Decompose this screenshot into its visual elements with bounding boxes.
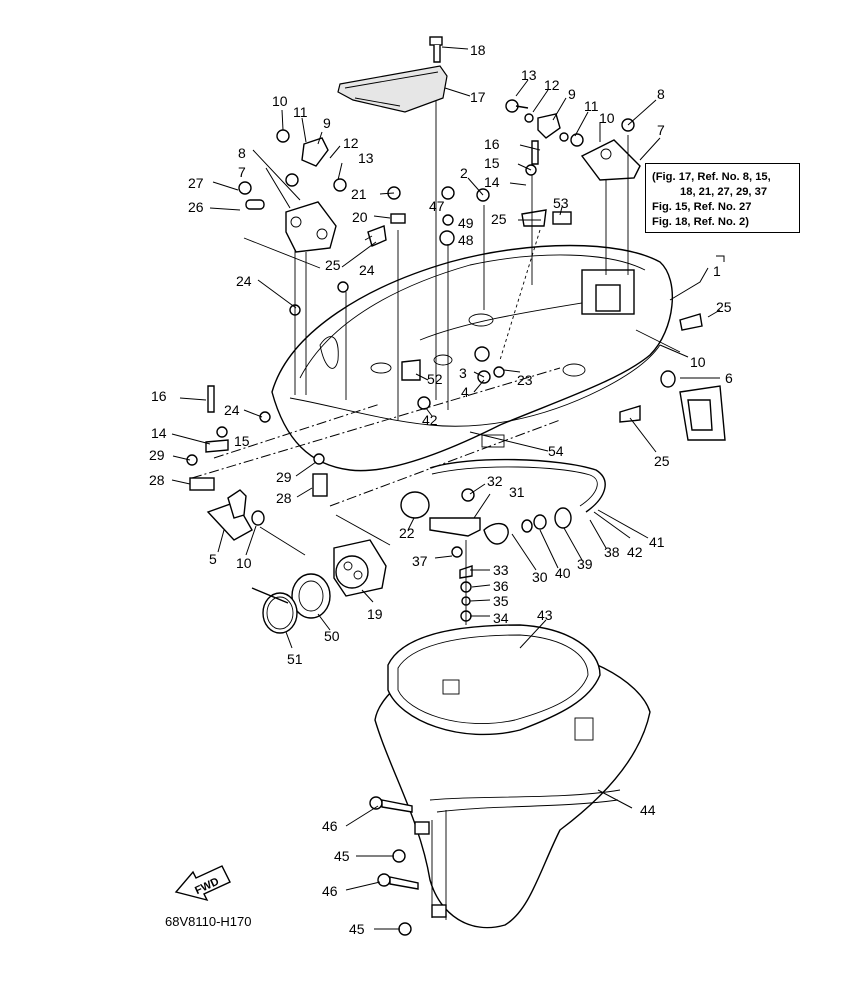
callout: 51 xyxy=(287,651,303,667)
callout: 16 xyxy=(484,136,500,152)
note-line: Fig. 15, Ref. No. 27 xyxy=(652,201,752,213)
part-45-46-fasteners xyxy=(369,796,447,936)
callout: 31 xyxy=(509,484,525,500)
callout: 6 xyxy=(725,370,733,386)
callout: 9 xyxy=(323,115,331,131)
callout: 46 xyxy=(322,883,338,899)
callout: 3 xyxy=(459,365,467,381)
callout: 22 xyxy=(399,525,415,541)
callout: 53 xyxy=(553,195,569,211)
callout: 45 xyxy=(334,848,350,864)
callout: 18 xyxy=(470,42,486,58)
callout: 17 xyxy=(470,89,486,105)
callout: 11 xyxy=(584,98,599,114)
callout: 20 xyxy=(352,209,368,225)
callout-labels: 1 2 3 4 5 6 7 7 8 8 9 9 10 10 10 10 11 1… xyxy=(149,42,733,937)
fwd-arrow-icon xyxy=(174,865,231,902)
callout: 42 xyxy=(422,412,438,428)
callout: 36 xyxy=(493,578,509,594)
callout: 48 xyxy=(458,232,474,248)
note-line: 18, 21, 27, 29, 37 xyxy=(680,186,768,198)
callout: 34 xyxy=(493,610,509,626)
callout: 14 xyxy=(151,425,167,441)
callout: 12 xyxy=(544,77,560,93)
leader-lines xyxy=(171,46,725,930)
callout: 42 xyxy=(627,544,643,560)
callout: 24 xyxy=(236,273,252,289)
callout: 10 xyxy=(272,93,288,109)
callout: 16 xyxy=(151,388,167,404)
callout: 33 xyxy=(493,562,509,578)
callout: 43 xyxy=(537,607,553,623)
callout: 1 xyxy=(713,263,721,279)
callout: 5 xyxy=(209,551,217,567)
callout: 52 xyxy=(427,371,443,387)
callout: 26 xyxy=(188,199,204,215)
callout: 2 xyxy=(460,165,468,181)
callout: 19 xyxy=(367,606,383,622)
callout: 10 xyxy=(690,354,706,370)
part-7-bracket-right xyxy=(580,139,641,181)
callout: 28 xyxy=(149,472,165,488)
callout: 29 xyxy=(149,447,165,463)
callout: 23 xyxy=(517,372,533,388)
callout: 29 xyxy=(276,469,292,485)
callout: 7 xyxy=(657,122,665,138)
callout: 37 xyxy=(412,553,428,569)
callout: 27 xyxy=(188,175,204,191)
callout: 28 xyxy=(276,490,292,506)
callout: 32 xyxy=(487,473,503,489)
callout: 35 xyxy=(493,593,509,609)
diagram-code: 68V8110-H170 xyxy=(165,914,252,929)
callout: 49 xyxy=(458,215,474,231)
reference-note-box: (Fig. 17, Ref. No. 8, 15, 18, 21, 27, 29… xyxy=(645,163,800,233)
part-7-bracket-left xyxy=(285,201,337,253)
part-drawings xyxy=(174,36,726,936)
part-5-lever xyxy=(206,489,265,541)
part-9-clip xyxy=(301,113,561,167)
callout: 24 xyxy=(224,402,240,418)
callout: 25 xyxy=(491,211,507,227)
callout: 54 xyxy=(548,443,564,459)
callout: 9 xyxy=(568,86,576,102)
callout: 25 xyxy=(325,257,341,273)
callout: 41 xyxy=(649,534,665,550)
callout: 25 xyxy=(654,453,670,469)
callout: 50 xyxy=(324,628,340,644)
part-17-cover-plate xyxy=(337,36,448,113)
callout: 39 xyxy=(577,556,593,572)
note-line: (Fig. 17, Ref. No. 8, 15, xyxy=(652,171,771,183)
callout: 12 xyxy=(343,135,359,151)
callout: 25 xyxy=(716,299,732,315)
callout: 30 xyxy=(532,569,548,585)
callout: 21 xyxy=(351,186,367,202)
callout: 45 xyxy=(349,921,365,937)
callout: 4 xyxy=(461,384,469,400)
callout: 14 xyxy=(484,174,500,190)
callout: 10 xyxy=(599,110,615,126)
note-line: Fig. 18, Ref. No. 2) xyxy=(652,216,749,228)
callout: 8 xyxy=(657,86,665,102)
callout: 7 xyxy=(238,164,246,180)
callout: 13 xyxy=(358,150,374,166)
callout: 46 xyxy=(322,818,338,834)
callout: 47 xyxy=(429,198,445,214)
callout: 40 xyxy=(555,565,571,581)
part-19-50-51-grommet xyxy=(251,539,387,634)
callout: 38 xyxy=(604,544,620,560)
part-44-apron xyxy=(374,624,651,929)
part-1-bottom-cowling xyxy=(271,244,673,472)
callout: 10 xyxy=(236,555,252,571)
callout: 13 xyxy=(521,67,537,83)
callout: 24 xyxy=(359,262,375,278)
callout: 15 xyxy=(234,433,250,449)
part-41-hose xyxy=(400,458,606,545)
callout: 8 xyxy=(238,145,246,161)
callout: 11 xyxy=(293,104,308,120)
part-6-lever xyxy=(660,370,726,441)
callout: 44 xyxy=(640,802,656,818)
callout: 15 xyxy=(484,155,500,171)
